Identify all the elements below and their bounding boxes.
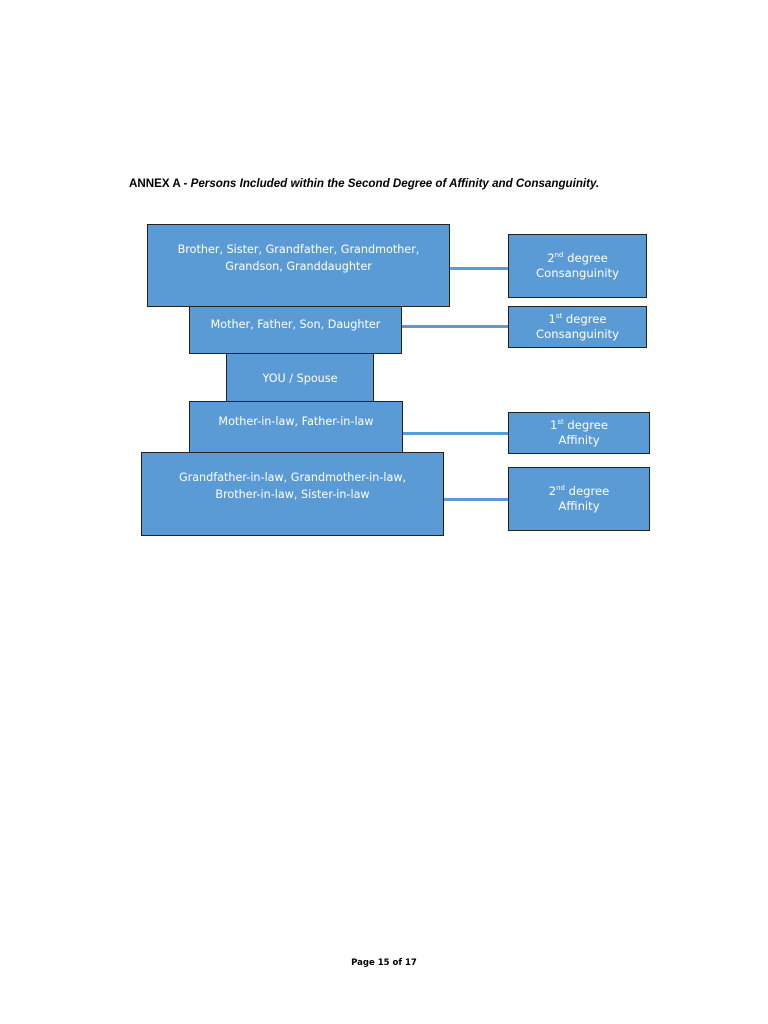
degree-box-second-consanguinity: 2nd degree Consanguinity xyxy=(508,234,647,298)
degree-number: 2 xyxy=(548,484,557,498)
box-grandparents-siblings-in-law-line-2: Brother-in-law, Sister-in-law xyxy=(215,488,370,501)
box-parents-in-law-line-1: Mother-in-law, Father-in-law xyxy=(218,415,374,428)
degree-word: degree xyxy=(565,312,607,326)
annex-title: Persons Included within the Second Degre… xyxy=(190,177,600,190)
box-siblings-grandparents-line-1: Brother, Sister, Grandfather, Grandmothe… xyxy=(177,243,420,256)
connector-second-affinity xyxy=(444,498,509,501)
degree-number: 2 xyxy=(547,251,555,265)
connector-second-consanguinity xyxy=(450,267,509,270)
degree-type: Consanguinity xyxy=(536,327,619,341)
connector-first-consanguinity xyxy=(402,325,509,328)
degree-suffix: nd xyxy=(556,484,565,493)
degree-word: degree xyxy=(568,484,610,498)
degree-word: degree xyxy=(567,251,608,265)
degree-type: Consanguinity xyxy=(536,266,619,280)
annex-heading: ANNEX A - Persons Included within the Se… xyxy=(129,177,689,190)
degree-suffix: st xyxy=(555,312,563,321)
box-parents-children-line-1: Mother, Father, Son, Daughter xyxy=(210,317,381,331)
degree-box-second-affinity-heading: 2nd degree xyxy=(549,484,610,499)
annex-label: ANNEX A - xyxy=(129,177,191,190)
box-parents-children: Mother, Father, Son, Daughter xyxy=(189,306,402,354)
degree-box-second-consanguinity-heading: 2nd degree xyxy=(547,251,608,266)
box-grandparents-siblings-in-law: Grandfather-in-law, Grandmother-in-law, … xyxy=(141,452,444,536)
box-you-spouse-line-1: YOU / Spouse xyxy=(262,371,338,385)
box-siblings-grandparents: Brother, Sister, Grandfather, Grandmothe… xyxy=(147,224,450,307)
degree-type: Affinity xyxy=(558,499,600,513)
degree-word: degree xyxy=(567,418,609,432)
degree-box-second-affinity: 2nd degree Affinity xyxy=(508,467,650,531)
page-number: Page 15 of 17 xyxy=(351,958,417,968)
box-grandparents-siblings-in-law-line-1: Grandfather-in-law, Grandmother-in-law, xyxy=(178,471,407,484)
degree-type: Affinity xyxy=(558,433,600,447)
box-parents-in-law: Mother-in-law, Father-in-law xyxy=(189,401,403,454)
degree-suffix: nd xyxy=(554,251,564,260)
degree-number: 1 xyxy=(549,418,558,432)
connector-first-affinity xyxy=(403,432,509,435)
degree-box-first-consanguinity: 1st degree Consanguinity xyxy=(508,306,647,348)
degree-suffix: st xyxy=(557,418,564,427)
degree-number: 1 xyxy=(548,312,556,326)
box-siblings-grandparents-line-2: Grandson, Granddaughter xyxy=(225,260,372,273)
degree-box-first-affinity: 1st degree Affinity xyxy=(508,412,650,454)
degree-box-first-affinity-heading: 1st degree xyxy=(550,418,608,433)
box-you-spouse: YOU / Spouse xyxy=(226,353,374,403)
degree-box-first-consanguinity-heading: 1st degree xyxy=(548,312,606,327)
